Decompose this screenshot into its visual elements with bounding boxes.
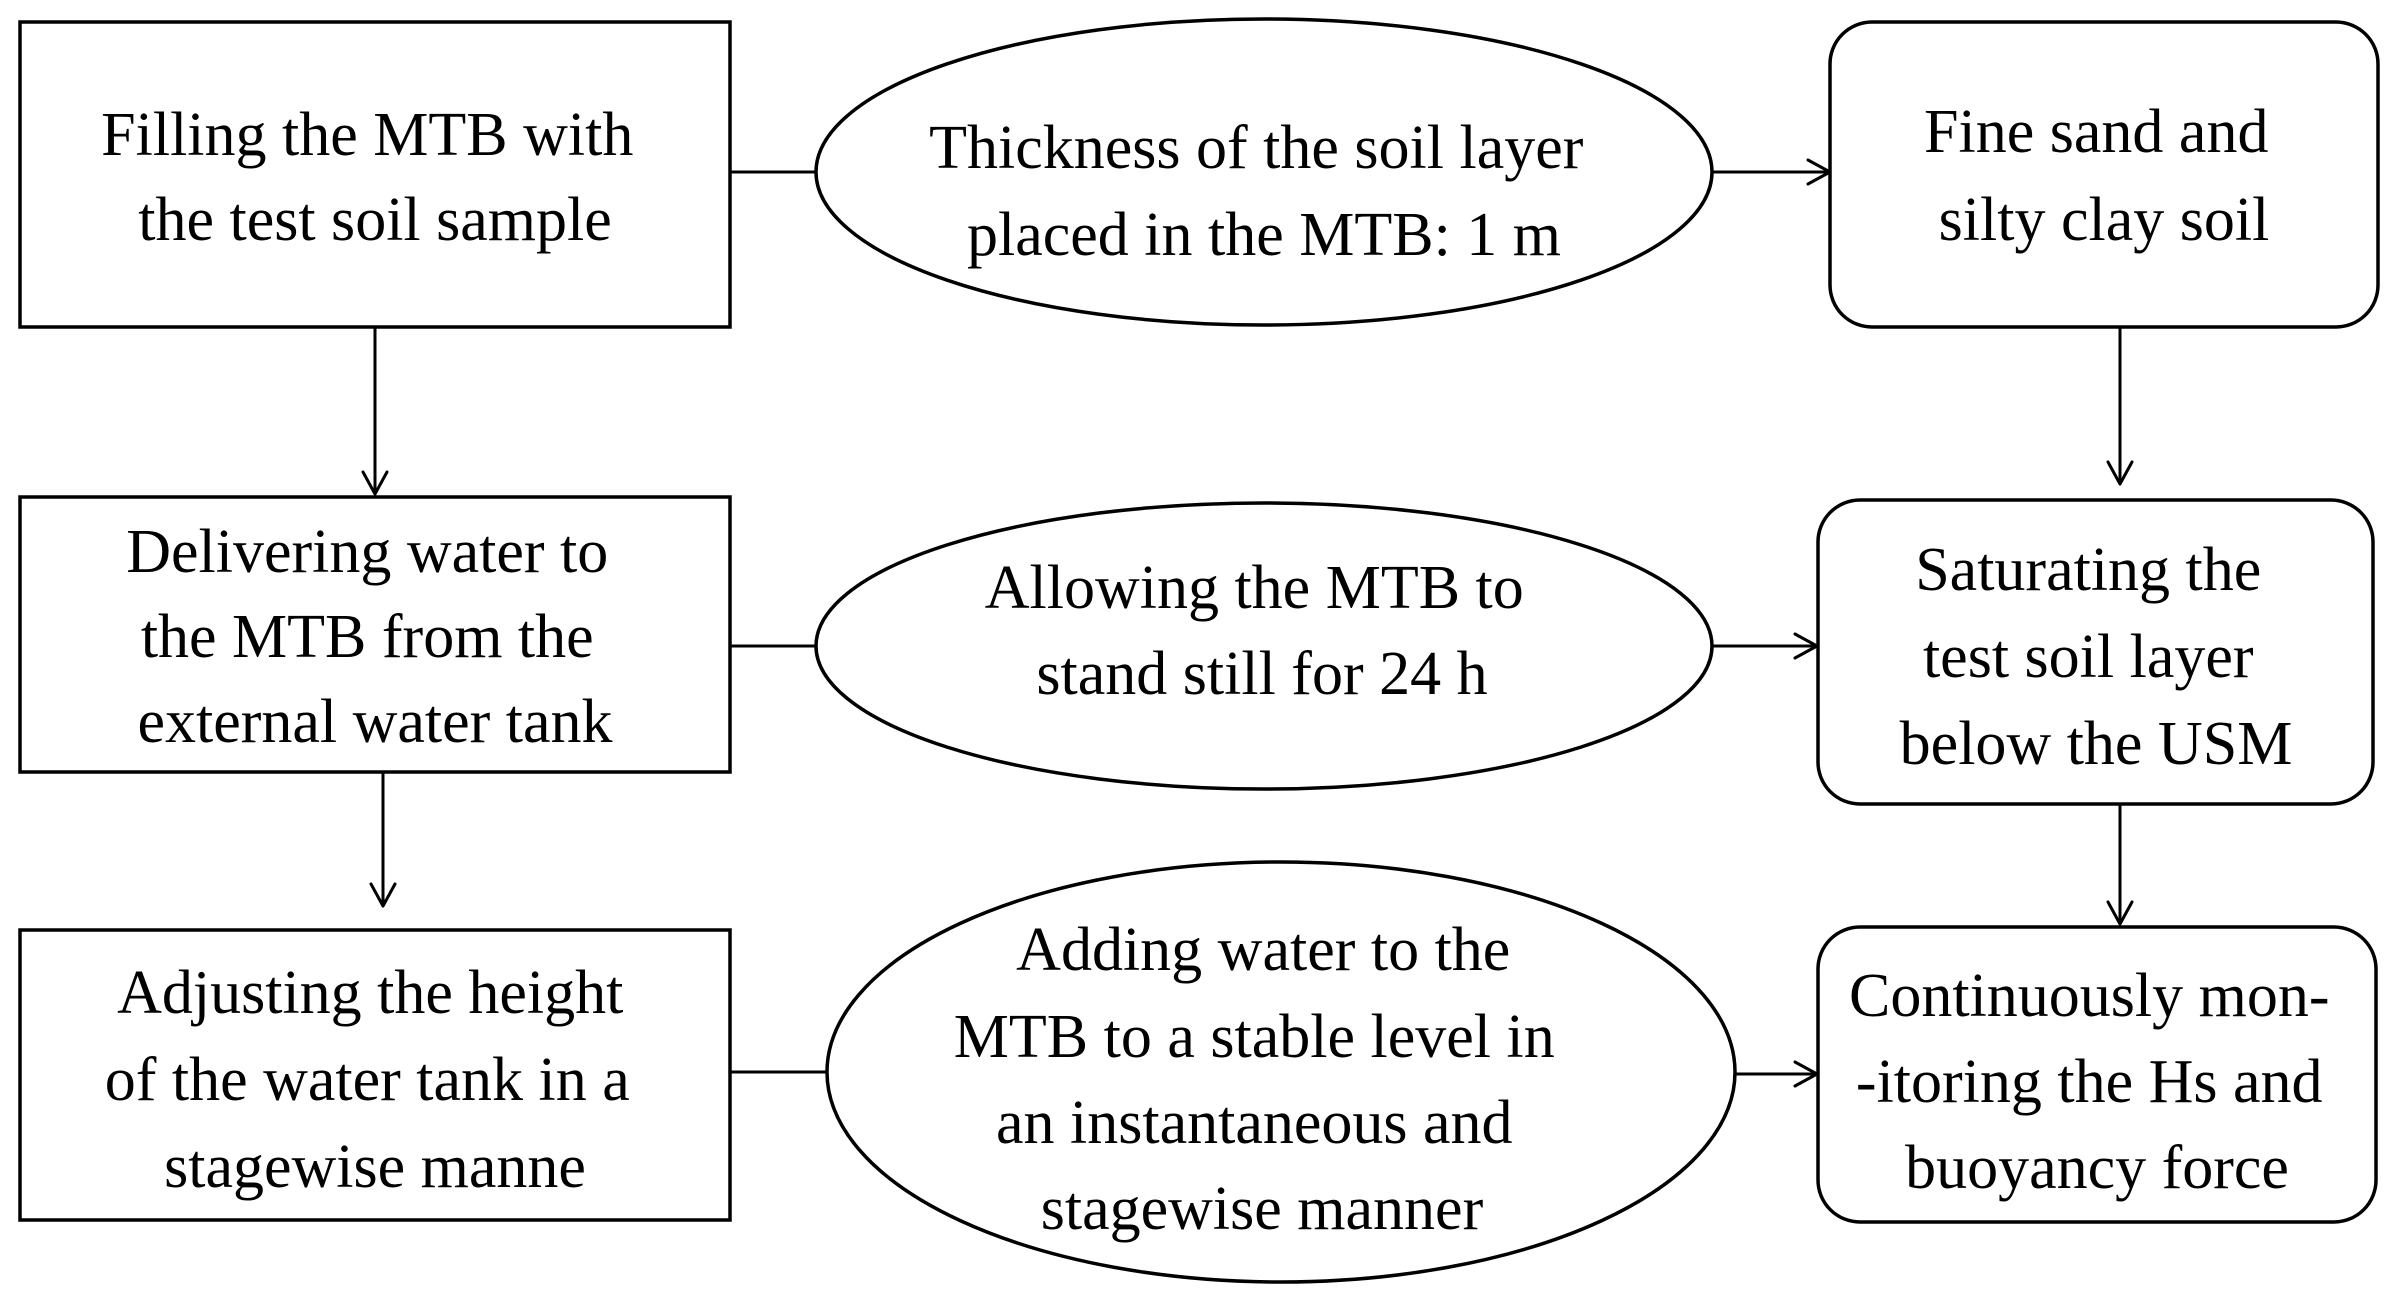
node-deliver-water-text: Delivering water to the MTB from the ext… [126,518,624,756]
node-add-water-line: an instantaneous and [996,1089,1513,1157]
node-soil-thickness-line: placed in the MTB: 1 m [967,201,1561,269]
node-stand-still: Allowing the MTB to stand still for 24 h [814,501,1714,791]
node-add-water-text: Adding water to the MTB to a stable leve… [954,916,1570,1243]
node-fill-mtb-text: Filling the MTB with the test soil sampl… [101,101,649,254]
node-adjust-height-line: of the water tank in a [105,1046,630,1114]
node-deliver-water-line: Delivering water to [126,518,608,586]
node-monitor-text: Continuously mon- -itoring the Hs and bu… [1849,962,2345,1202]
node-saturate-line: test soil layer [1923,623,2254,691]
node-add-water-line: Adding water to the [1016,916,1510,984]
node-adjust-height-line: Adjusting the height [117,959,623,1027]
node-add-water: Adding water to the MTB to a stable leve… [825,860,1737,1284]
node-soil-thickness-line: Thickness of the soil layer [929,114,1584,182]
node-soil-thickness: Thickness of the soil layer placed in th… [814,17,1714,327]
node-fill-mtb: Filling the MTB with the test soil sampl… [18,20,732,329]
node-deliver-water-line: external water tank [137,688,612,756]
node-monitor-line: buoyancy force [1905,1134,2289,1202]
node-stand-still-text: Allowing the MTB to stand still for 24 h [985,554,1540,708]
node-saturate-line: below the USM [1900,710,2293,778]
node-adjust-height: Adjusting the height of the water tank i… [18,928,732,1222]
node-soil-types-text: Fine sand and silty clay soil [1924,98,2284,254]
node-soil-types: Fine sand and silty clay soil [1828,20,2380,329]
node-adjust-height-line: stagewise manne [164,1133,586,1201]
node-soil-types-line: silty clay soil [1939,186,2270,254]
node-fill-mtb-line: Filling the MTB with [101,101,633,169]
node-saturate-line: Saturating the [1915,536,2261,604]
node-stand-still-line: Allowing the MTB to [985,554,1524,622]
node-deliver-water: Delivering water to the MTB from the ext… [18,495,732,774]
node-monitor-line: Continuously mon- [1849,962,2330,1030]
node-saturate: Saturating the test soil layer below the… [1816,498,2375,806]
node-monitor: Continuously mon- -itoring the Hs and bu… [1816,925,2378,1224]
node-soil-thickness-text: Thickness of the soil layer placed in th… [929,114,1599,269]
node-monitor-line: -itoring the Hs and [1856,1048,2323,1116]
connectors [361,158,2134,1088]
arrowhead-deliver [361,470,389,496]
node-deliver-water-line: the MTB from the [141,603,594,671]
arrowhead-adjust [369,882,397,908]
node-adjust-height-text: Adjusting the height of the water tank i… [105,959,646,1201]
node-soil-types-line: Fine sand and [1924,98,2268,166]
node-saturate-text: Saturating the test soil layer below the… [1900,536,2293,778]
arrowhead-saturate-down [2106,460,2134,486]
node-fill-mtb-line: the test soil sample [138,186,612,254]
arrowhead-monitor-down [2106,900,2134,926]
node-stand-still-line: stand still for 24 h [1036,640,1487,708]
node-add-water-line: stagewise manner [1041,1175,1484,1243]
node-add-water-line: MTB to a stable level in [954,1003,1555,1071]
